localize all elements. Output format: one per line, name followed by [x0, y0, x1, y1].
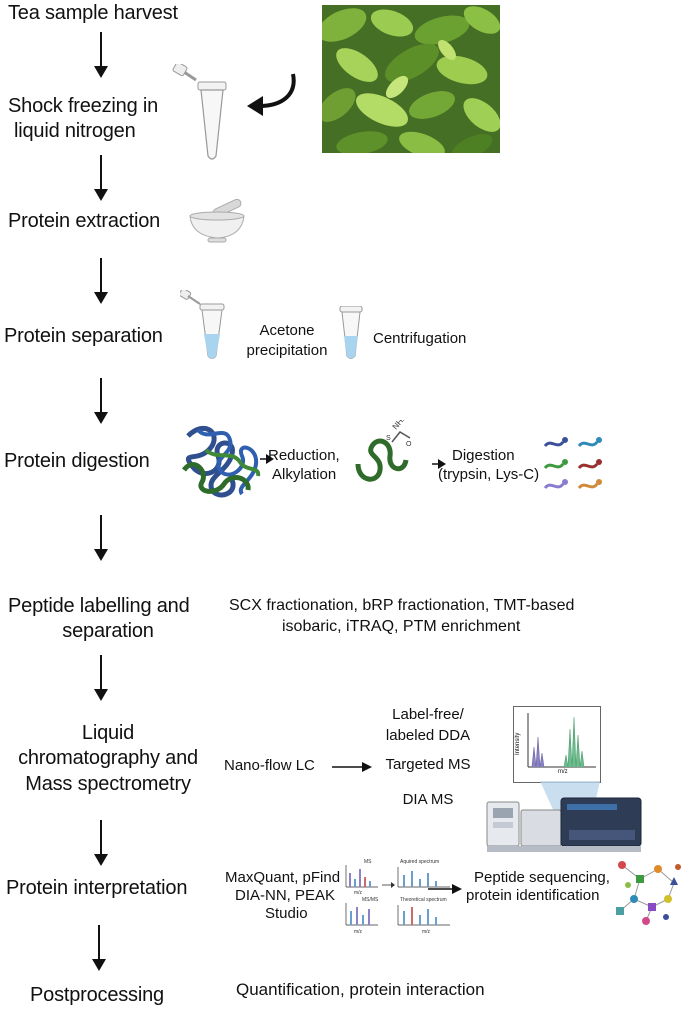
svg-text:S: S: [386, 435, 391, 442]
peptide-fragments-icon: [543, 437, 602, 490]
spectrum-matching-figure: MS m/z MS/MS m/z Aquired spectrum Theore…: [345, 859, 450, 935]
step-postprocessing: Postprocessing: [30, 984, 164, 1006]
down-arrow-6: [94, 655, 108, 701]
software-label-line2: DIA-NN, PEAK: [235, 887, 336, 904]
curved-arrow: [247, 73, 296, 116]
centrifugation-label: Centrifugation: [373, 330, 467, 347]
down-arrow-8: [92, 925, 106, 971]
down-arrow-1: [94, 32, 108, 78]
svg-text:MS/MS: MS/MS: [362, 897, 379, 903]
step-labelling-line1: Peptide labelling and: [8, 595, 190, 617]
freezing-tube-icon: [172, 64, 227, 160]
mass-spectrum-plot: [527, 713, 596, 768]
svg-text:m/z: m/z: [422, 929, 431, 935]
precipitation-tube-icon: [180, 290, 225, 359]
software-label-line1: MaxQuant, pFind: [225, 869, 341, 886]
down-arrow-7: [94, 820, 108, 866]
centrifuge-tube-icon: [339, 306, 363, 359]
svg-text:O: O: [406, 441, 412, 448]
reduction-label-line1: Reduction,: [268, 447, 340, 464]
step-labelling-line2: separation: [62, 620, 154, 642]
mass-spectrum-panel: Intensity m/z: [513, 706, 601, 783]
digestion-enzyme-label-line2: (trypsin, Lys-C): [438, 466, 540, 483]
acetone-label-line1: Acetone: [259, 322, 315, 339]
svg-text:Theoretical spectrum: Theoretical spectrum: [400, 897, 447, 903]
right-arrow-digestion-2: [432, 459, 446, 469]
mortar-pestle-icon: [189, 198, 245, 243]
step-extraction: Protein extraction: [8, 210, 161, 232]
protein-network-icon: [616, 861, 681, 925]
dda-label-line2: labeled DDA: [385, 727, 471, 744]
protein-tangle-icon: [181, 425, 261, 498]
down-arrow-5: [94, 515, 108, 561]
svg-text:m/z: m/z: [354, 929, 363, 935]
step-interpretation: Protein interpretation: [6, 877, 188, 899]
svg-text:m/z: m/z: [354, 890, 363, 896]
sequencing-label-line2: protein identification: [466, 887, 600, 904]
step-lcms-line2: chromatography and: [18, 747, 198, 769]
labelling-methods-line1: SCX fractionation, bRP fractionation, TM…: [229, 597, 575, 614]
alkylated-peptide-icon: NH2 O S: [355, 420, 412, 482]
down-arrow-3: [94, 258, 108, 304]
sequencing-label-line1: Peptide sequencing,: [474, 869, 610, 886]
acetone-label-line2: precipitation: [246, 342, 328, 359]
right-arrow-lcms: [332, 762, 372, 772]
labelling-methods-line2: isobaric, iTRAQ, PTM enrichment: [282, 618, 521, 635]
svg-text:NH2: NH2: [391, 420, 409, 431]
targeted-ms-label: Targeted MS: [385, 756, 471, 773]
step-harvest: Tea sample harvest: [8, 2, 178, 24]
dia-ms-label: DIA MS: [402, 791, 454, 808]
step-freezing-line1: Shock freezing in: [8, 95, 159, 117]
right-arrow-interpretation: [428, 884, 462, 894]
down-arrow-4: [94, 378, 108, 424]
step-lcms-line1: Liquid: [81, 722, 135, 744]
spectrum-y-label: Intensity: [515, 732, 521, 755]
quantification-label: Quantification, protein interaction: [236, 980, 485, 999]
digestion-enzyme-label-line1: Digestion: [452, 447, 515, 464]
nanoflow-lc-label: Nano-flow LC: [224, 757, 315, 774]
down-arrow-2: [94, 155, 108, 201]
tea-leaves-photo: [322, 5, 500, 153]
step-separation: Protein separation: [4, 325, 163, 347]
software-label-line3: Studio: [265, 905, 308, 922]
svg-text:MS: MS: [364, 859, 372, 865]
mass-spectrometer-icon: [486, 797, 642, 852]
step-digestion: Protein digestion: [4, 450, 150, 472]
dda-label-line1: Label-free/: [392, 706, 464, 723]
spectrum-x-label: m/z: [558, 769, 568, 775]
right-arrow-digestion-1: [260, 454, 274, 464]
step-freezing-line2: liquid nitrogen: [14, 120, 136, 142]
svg-text:Aquired spectrum: Aquired spectrum: [400, 859, 439, 865]
step-lcms-line3: Mass spectrometry: [25, 773, 191, 795]
reduction-label-line2: Alkylation: [272, 466, 337, 483]
